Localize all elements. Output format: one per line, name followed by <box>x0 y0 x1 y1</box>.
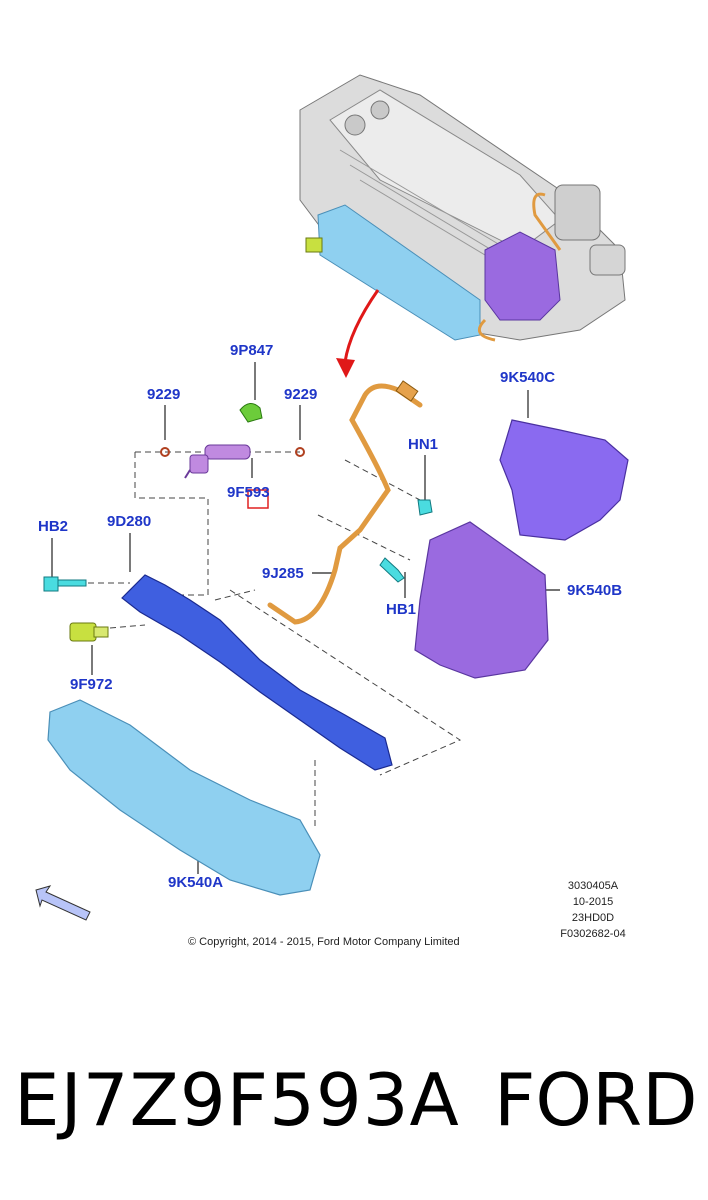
callout-9j285: 9J285 <box>262 565 304 582</box>
bolt-hb2 <box>43 576 87 592</box>
callout-hb1: HB1 <box>386 601 417 618</box>
fuel-line-fitting-top <box>395 380 419 402</box>
clip-9p847 <box>239 403 263 423</box>
callout-9k540a: 9K540A <box>168 874 224 891</box>
callout-9f593: 9F593 <box>227 484 270 501</box>
drawing-date: 10-2015 <box>572 896 614 908</box>
callout-9229-right: 9229 <box>284 386 318 403</box>
drawing-id: F0302682-04 <box>560 928 626 940</box>
callout-9p847: 9P847 <box>230 342 274 359</box>
copyright-notice: © Copyright, 2014 - 2015, Ford Motor Com… <box>188 936 460 948</box>
view-direction-arrow <box>35 885 91 921</box>
engine-sensor-installed <box>305 237 323 253</box>
part-number-caption: EJ7Z9F593A <box>14 1058 460 1142</box>
exploded-parts-diagram <box>35 74 629 921</box>
callout-9k540b: 9K540B <box>567 582 623 599</box>
callout-9d280: 9D280 <box>107 513 152 530</box>
o-ring-9229-right <box>295 447 305 457</box>
red-direction-arrow <box>336 289 380 378</box>
callout-hb2: HB2 <box>38 518 69 535</box>
brand-caption: FORD <box>494 1058 698 1142</box>
bolt-hn1 <box>417 499 433 516</box>
drawing-variant: 23HD0D <box>571 912 615 924</box>
fuel-line-9j285 <box>267 383 423 625</box>
o-ring-9229-left <box>160 447 170 457</box>
fuel-injector-9f593 <box>184 444 251 479</box>
heat-shield-9k540a <box>47 699 321 896</box>
callout-9229-left: 9229 <box>147 386 181 403</box>
engine-pump-shield-installed <box>484 231 561 321</box>
bolt-hb1 <box>379 557 405 583</box>
fuel-rail-9d280 <box>121 574 393 771</box>
highlight-box-9f593 <box>247 489 269 509</box>
sensor-9f972 <box>69 622 109 642</box>
heat-shield-9k540b <box>414 521 549 679</box>
callout-9k540c: 9K540C <box>500 369 556 386</box>
drawing-code: 3030405A <box>567 880 619 892</box>
callout-9f972: 9F972 <box>70 676 113 693</box>
heat-shield-9k540c <box>499 419 629 541</box>
engine-fuel-line-installed <box>477 192 562 342</box>
callout-hn1: HN1 <box>408 436 439 453</box>
drawing-info-block: 3030405A 10-2015 23HD0D F0302682-04 <box>548 878 638 942</box>
